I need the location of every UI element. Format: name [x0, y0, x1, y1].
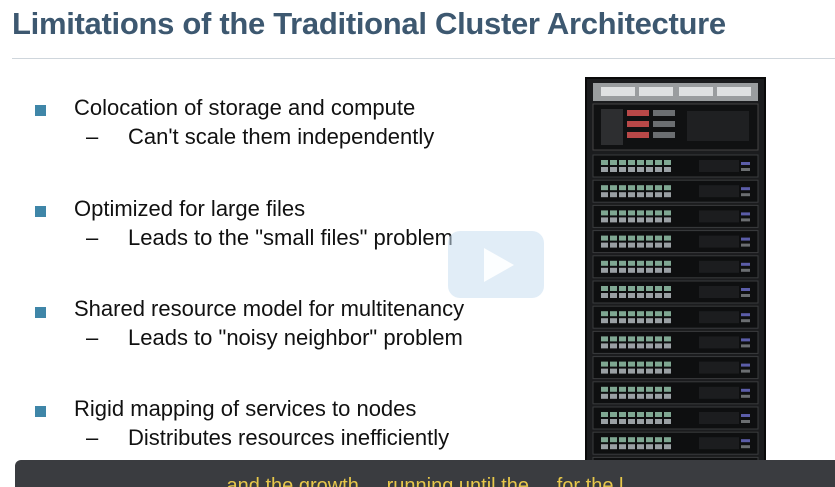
sub-bullet-dash: –	[86, 124, 99, 149]
bullet-square-icon	[35, 206, 46, 217]
sub-bullet-text: Leads to "noisy neighbor" problem	[128, 325, 463, 350]
caption-bar: and the growth ... running until the ...…	[15, 460, 835, 487]
play-icon	[484, 248, 514, 282]
bullet-text: Shared resource model for multitenancy	[74, 296, 465, 321]
sub-bullet-text: Leads to the "small files" problem	[128, 225, 453, 250]
title-divider	[12, 58, 835, 59]
bullet-text: Optimized for large files	[74, 196, 306, 221]
sub-bullet-dash: –	[86, 225, 99, 250]
bullet-square-icon	[35, 406, 46, 417]
sub-bullet-text: Distributes resources inefficiently	[128, 425, 450, 450]
caption-text: and the growth ... running until the ...…	[226, 475, 624, 487]
slide-title: Limitations of the Traditional Cluster A…	[12, 6, 726, 41]
bullet-text: Rigid mapping of services to nodes	[74, 396, 417, 421]
bullet-list: Colocation of storage and compute – Can'…	[35, 95, 465, 450]
bullet-square-icon	[35, 307, 46, 318]
sub-bullet-dash: –	[86, 325, 99, 350]
bullet-square-icon	[35, 105, 46, 116]
sub-bullet-text: Can't scale them independently	[128, 124, 435, 149]
server-rack-image	[585, 77, 766, 477]
bullet-text: Colocation of storage and compute	[74, 95, 416, 120]
sub-bullet-dash: –	[86, 425, 99, 450]
play-button[interactable]	[448, 231, 544, 298]
